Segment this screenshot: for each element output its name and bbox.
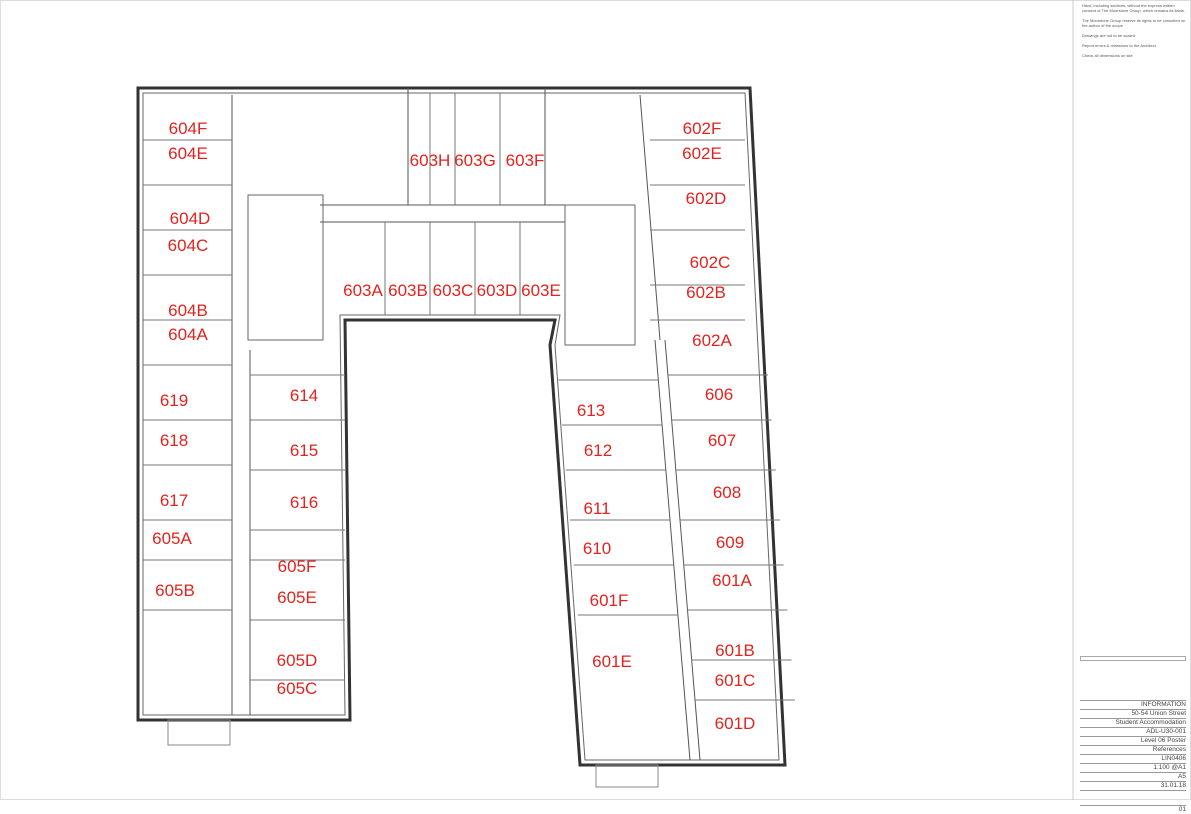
room-label-602F: 602F <box>683 119 722 138</box>
drawing-notes: Hdcd, including sections, without the ex… <box>1082 3 1186 63</box>
room-label-602A: 602A <box>692 331 732 350</box>
room-label-613: 613 <box>577 401 605 420</box>
building-outline <box>136 86 787 788</box>
date: 31.01.18 <box>1080 781 1186 790</box>
note: Hdcd, including sections, without the ex… <box>1082 3 1186 13</box>
room-label-601B: 601B <box>715 641 755 660</box>
room-label-605D: 605D <box>277 651 318 670</box>
drawing-number: ADL-U30-001 <box>1080 727 1186 736</box>
revision: 01 <box>1080 805 1186 814</box>
room-label-602B: 602B <box>686 283 726 302</box>
room-label-605C: 605C <box>277 679 318 698</box>
room-label-602E: 602E <box>682 144 722 163</box>
note: Drawings are not to be scaled <box>1082 33 1135 38</box>
room-label-604D: 604D <box>170 209 211 228</box>
drawing-title: Level 06 Poster <box>1080 736 1186 745</box>
blank-row <box>1080 790 1186 805</box>
note: Check all dimensions on site <box>1082 53 1133 58</box>
room-label-601A: 601A <box>712 571 752 590</box>
room-label-616: 616 <box>290 493 318 512</box>
room-label-605F: 605F <box>278 557 317 576</box>
reference: LIN0406 <box>1080 754 1186 763</box>
room-label-604B: 604B <box>168 301 208 320</box>
room-label-606: 606 <box>705 385 733 404</box>
room-label-607: 607 <box>708 431 736 450</box>
room-label-605A: 605A <box>152 529 192 548</box>
project-name: 50-54 Union Street <box>1080 709 1186 718</box>
room-label-612: 612 <box>584 441 612 460</box>
scale-bar <box>1080 648 1186 661</box>
room-label-615: 615 <box>290 441 318 460</box>
room-label-603G: 603G <box>454 151 496 170</box>
room-dividers <box>143 93 795 701</box>
room-label-601D: 601D <box>715 714 756 733</box>
room-label-601F: 601F <box>590 591 629 610</box>
status: INFORMATION <box>1080 700 1186 709</box>
room-label-603E: 603E <box>521 281 561 300</box>
drawing-subtitle: References <box>1080 745 1186 754</box>
room-label-604E: 604E <box>168 144 208 163</box>
paper-size: A5 <box>1080 772 1186 781</box>
title-block: INFORMATION 50-54 Union Street Student A… <box>1080 700 1186 814</box>
room-label-603F: 603F <box>506 151 545 170</box>
room-label-602C: 602C <box>690 253 731 272</box>
room-label-614: 614 <box>290 386 318 405</box>
room-label-605B: 605B <box>155 581 195 600</box>
room-label-617: 617 <box>160 491 188 510</box>
room-label-603H: 603H <box>410 151 451 170</box>
room-label-608: 608 <box>713 483 741 502</box>
room-label-604A: 604A <box>168 325 208 344</box>
room-label-604F: 604F <box>169 119 208 138</box>
room-label-603A: 603A <box>343 281 383 300</box>
room-label-603C: 603C <box>433 281 474 300</box>
room-label-603B: 603B <box>388 281 428 300</box>
room-label-610: 610 <box>583 539 611 558</box>
room-label-602D: 602D <box>686 189 727 208</box>
scale: 1:100 @A1 <box>1080 763 1186 772</box>
room-label-609: 609 <box>716 533 744 552</box>
room-label-601E: 601E <box>592 652 632 671</box>
room-label-601C: 601C <box>715 671 756 690</box>
project-type: Student Accommodation <box>1080 718 1186 727</box>
room-label-603D: 603D <box>477 281 518 300</box>
room-label-619: 619 <box>160 391 188 410</box>
room-label-605E: 605E <box>277 588 317 607</box>
note: Report errors & omissions to the Archite… <box>1082 43 1156 48</box>
room-label-604C: 604C <box>168 236 209 255</box>
room-label-618: 618 <box>160 431 188 450</box>
note: The Moorstone Group reserve its rights t… <box>1082 18 1186 28</box>
room-label-611: 611 <box>583 499 610 518</box>
